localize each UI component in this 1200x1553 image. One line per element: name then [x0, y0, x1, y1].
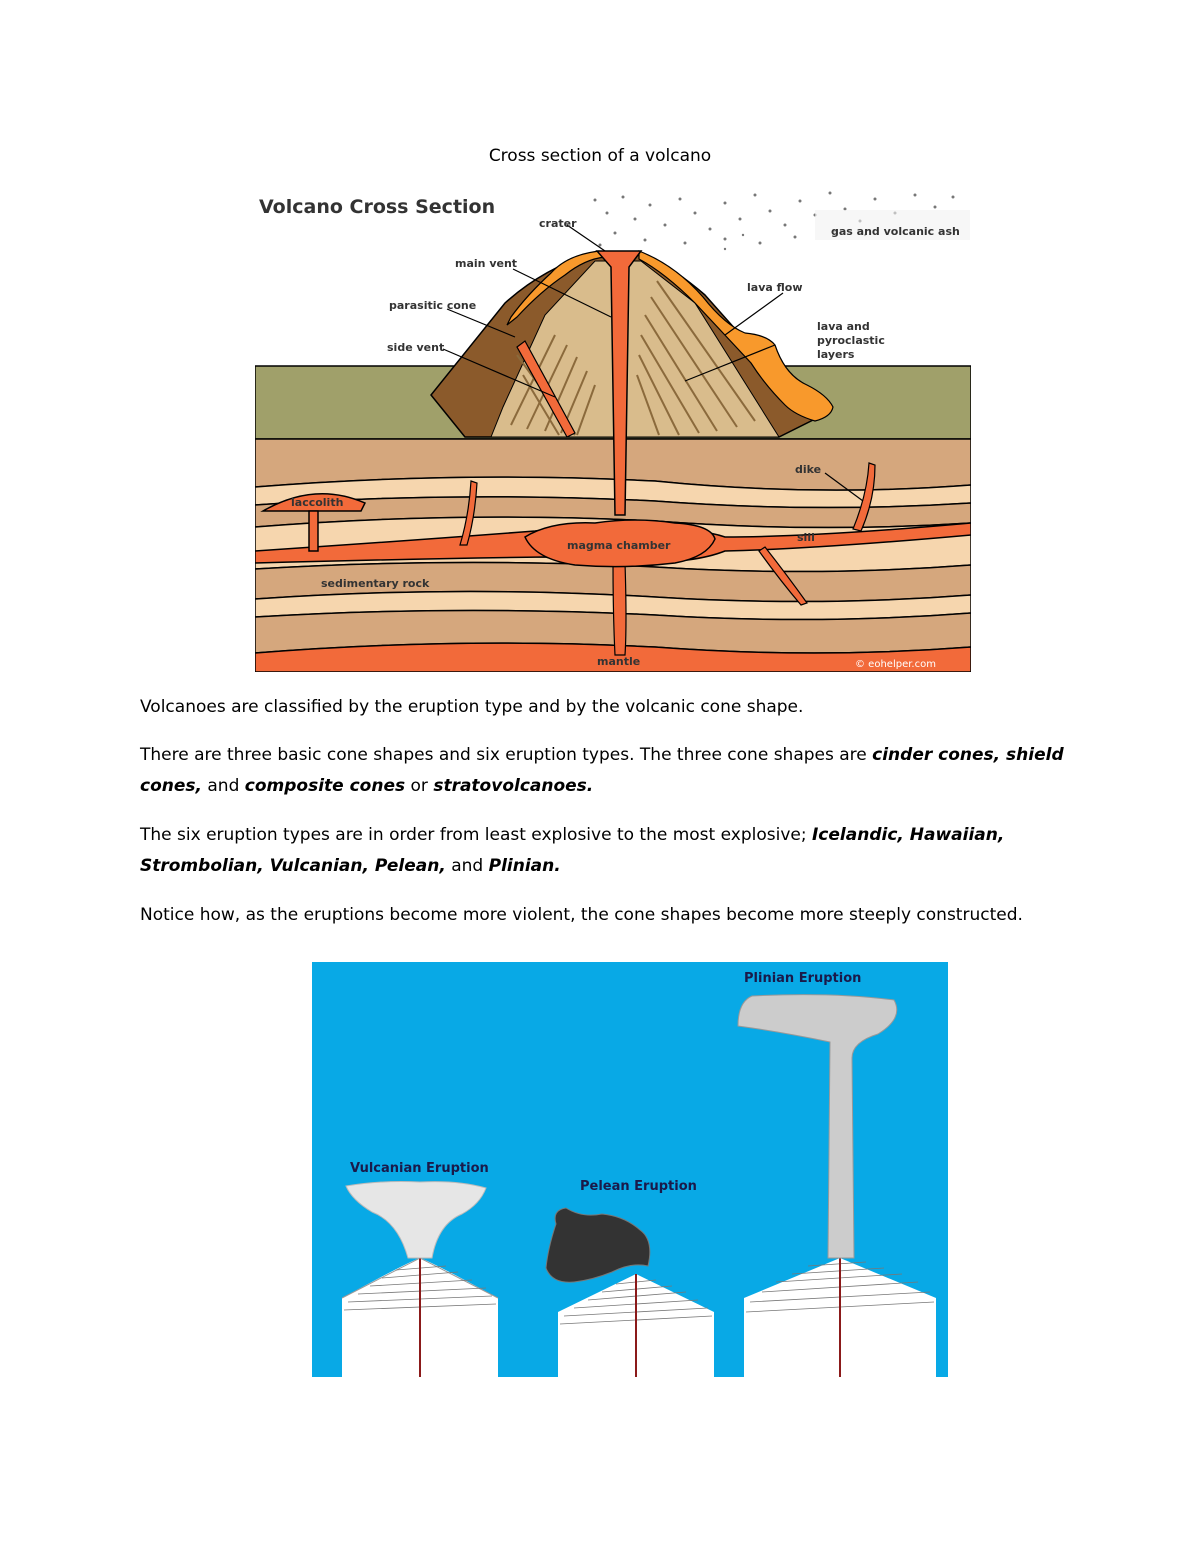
- volcano-cross-section-figure: Volcano Cross Section crater gas and vol…: [255, 185, 971, 672]
- p2-text-a: There are three basic cone shapes and si…: [140, 745, 872, 765]
- p2-text-c: and: [202, 776, 245, 796]
- label-sedimentary-rock: sedimentary rock: [321, 577, 430, 590]
- label-mantle: mantle: [597, 655, 640, 668]
- label-main-vent: main vent: [455, 257, 517, 270]
- page-title: Cross section of a volcano: [0, 146, 1200, 166]
- p2-emphasis-composite: composite cones: [245, 776, 405, 796]
- p3-emphasis-plinian: Plinian.: [489, 856, 561, 876]
- label-lava-flow: lava flow: [747, 281, 803, 294]
- label-dike: dike: [795, 463, 821, 476]
- p3-text-a: The six eruption types are in order from…: [140, 825, 812, 845]
- label-pelean: Pelean Eruption: [580, 1179, 697, 1194]
- label-side-vent: side vent: [387, 341, 444, 354]
- label-sill: sill: [797, 531, 815, 544]
- label-lava-layers-2: pyroclastic: [817, 334, 885, 347]
- paragraph-4-text: Notice how, as the eruptions become more…: [140, 905, 1023, 925]
- paragraph-notice: Notice how, as the eruptions become more…: [140, 900, 1080, 931]
- label-lava-layers-1: lava and: [817, 320, 870, 333]
- figure1-heading: Volcano Cross Section: [259, 196, 495, 218]
- paragraph-cone-shapes: There are three basic cone shapes and si…: [140, 740, 1080, 802]
- p3-text-c: and: [446, 856, 489, 876]
- p2-text-e: or: [405, 776, 433, 796]
- paragraph-1-text: Volcanoes are classified by the eruption…: [140, 697, 803, 717]
- label-crater: crater: [539, 217, 577, 230]
- label-plinian: Plinian Eruption: [744, 971, 861, 986]
- label-parasitic-cone: parasitic cone: [389, 299, 476, 312]
- paragraph-classification: Volcanoes are classified by the eruption…: [140, 692, 1080, 723]
- label-laccolith: laccolith: [291, 496, 343, 509]
- p2-emphasis-strato: stratovolcanoes.: [433, 776, 593, 796]
- eruption-types-figure: Vulcanian Eruption Pelean Eruption Plini…: [312, 962, 948, 1377]
- label-vulcanian: Vulcanian Eruption: [350, 1161, 489, 1176]
- label-magma-chamber: magma chamber: [567, 539, 671, 552]
- label-lava-layers-3: layers: [817, 348, 855, 361]
- figure1-credit: © eohelper.com: [855, 659, 936, 670]
- label-gas-ash: gas and volcanic ash: [831, 225, 960, 238]
- paragraph-eruption-types: The six eruption types are in order from…: [140, 820, 1080, 882]
